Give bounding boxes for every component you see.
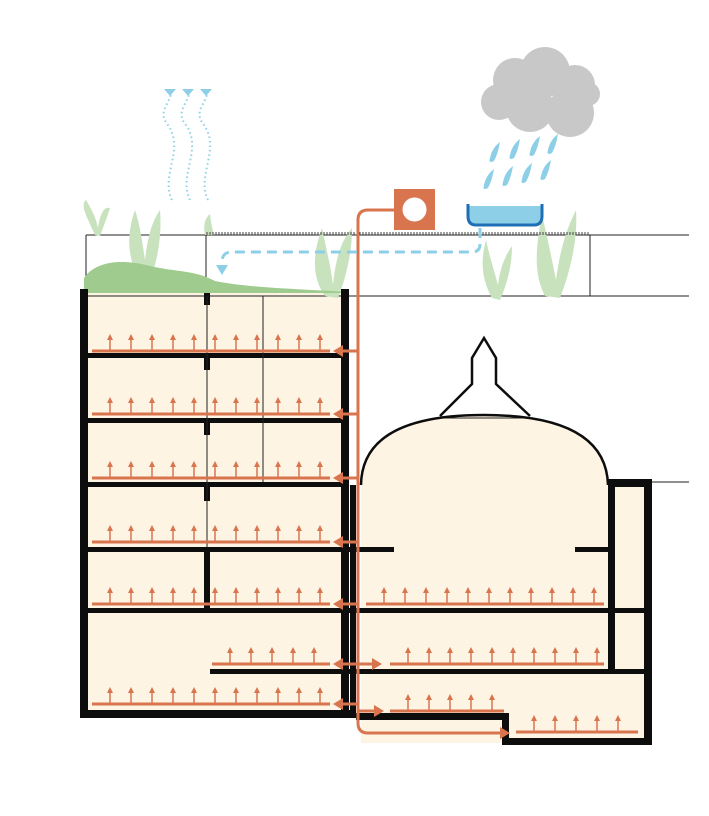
underfloor-heating-loops xyxy=(92,334,638,734)
heating-loop xyxy=(390,647,604,666)
heating-loop xyxy=(212,647,330,666)
rain-drop xyxy=(521,163,532,183)
rain-drop xyxy=(483,169,494,189)
left-feed-arrow xyxy=(333,598,343,610)
right-feed-arrow xyxy=(374,705,384,717)
interior-partitions xyxy=(206,296,264,547)
rain-drop xyxy=(502,166,513,186)
rain-cloud xyxy=(481,47,600,137)
rain-drops xyxy=(483,134,558,189)
right-feed-arrow xyxy=(500,727,510,739)
pipe-arrowheads xyxy=(333,345,510,739)
evaporation-arrows xyxy=(162,89,212,201)
right-feed-arrow xyxy=(372,658,382,670)
heating-loop xyxy=(92,461,330,480)
rain-drop xyxy=(529,136,540,156)
heating-loop xyxy=(92,525,330,544)
left-feed-arrow xyxy=(333,536,343,548)
left-feed-arrow xyxy=(333,345,343,357)
left-feed-arrow xyxy=(333,472,343,484)
left-feed-arrow xyxy=(333,698,343,710)
heating-loop xyxy=(390,694,504,713)
heating-loop xyxy=(92,687,330,706)
domed-hall xyxy=(359,335,610,486)
left-feed-arrow xyxy=(333,658,343,670)
heating-loop xyxy=(92,587,330,606)
roof-texture xyxy=(206,232,589,235)
rain-drop xyxy=(509,139,520,159)
rain-drop xyxy=(540,160,551,180)
left-feed-arrow xyxy=(333,408,343,420)
rainwater-collection-tank xyxy=(466,204,544,227)
heating-loop xyxy=(92,334,330,353)
building-walls xyxy=(80,289,652,745)
rainwater-distribution-line xyxy=(216,228,482,275)
heating-supply-pipe xyxy=(356,208,504,735)
rain-drop xyxy=(547,134,558,154)
rain-drop xyxy=(489,142,500,162)
interior-fill xyxy=(84,293,649,743)
heat-pump-unit xyxy=(394,189,435,230)
heating-loop xyxy=(92,397,330,416)
heating-loop xyxy=(366,587,604,606)
heating-loop xyxy=(516,715,638,734)
green-roof xyxy=(84,262,348,293)
